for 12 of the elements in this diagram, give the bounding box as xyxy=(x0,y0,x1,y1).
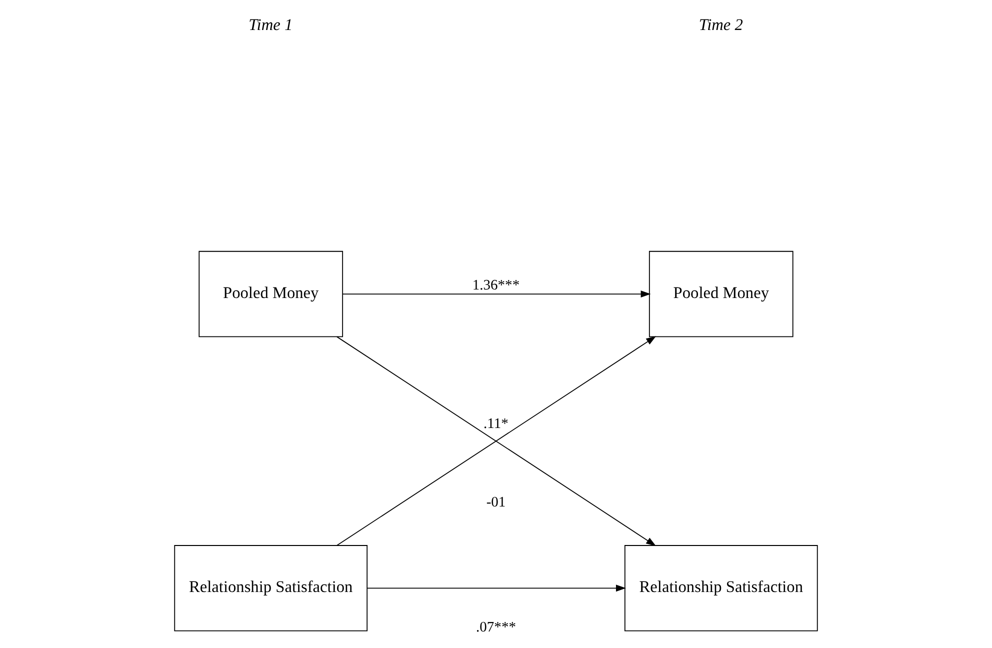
edge-label: -01 xyxy=(486,494,506,510)
node-box: Pooled Money xyxy=(198,250,344,338)
arrow xyxy=(342,290,651,298)
node-box: Relationship Satisfaction xyxy=(624,545,818,632)
node-box: Relationship Satisfaction xyxy=(174,545,368,632)
node-box: Pooled Money xyxy=(648,250,794,338)
edge-label: .07*** xyxy=(476,620,516,636)
edge-label: .11* xyxy=(484,416,508,432)
label: Time 2 xyxy=(698,15,743,34)
edge-label: 1.36*** xyxy=(472,277,520,294)
label: Time 1 xyxy=(248,15,293,34)
arrow xyxy=(366,584,626,592)
